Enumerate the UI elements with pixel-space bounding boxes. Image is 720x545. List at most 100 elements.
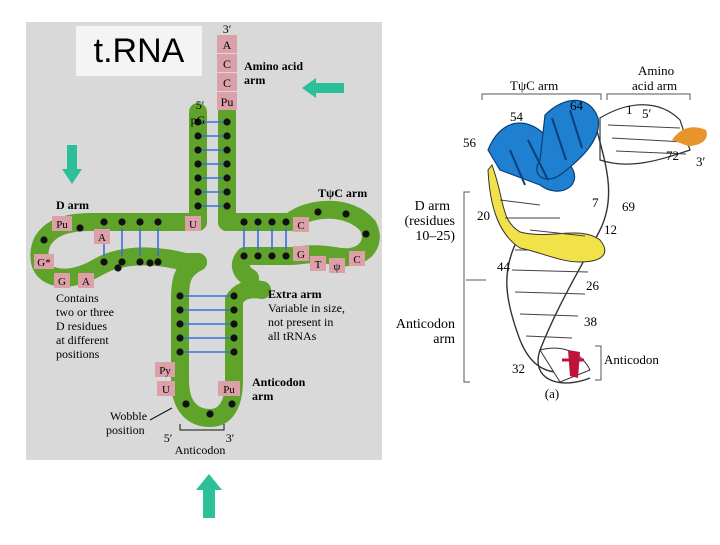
nucleotide-dot [240, 252, 248, 260]
tpsic-base-c2: C [353, 254, 360, 266]
tpsic-rungs [509, 109, 583, 186]
d-note-line-5: positions [56, 347, 100, 361]
nucleotide-dot [230, 334, 238, 342]
nucleotide-dot [176, 320, 184, 328]
left-bracket [463, 191, 470, 383]
acceptor-base-c2: C [223, 76, 231, 90]
right-d-arm-label-3: 10–25) [415, 229, 455, 244]
nucleotide-dot [154, 218, 162, 226]
nucleotide-dot [223, 188, 231, 196]
anticodon-label: Anticodon [175, 443, 226, 457]
wobble-label-2: position [106, 423, 145, 437]
residue-12: 12 [604, 222, 617, 237]
right-anticodon-label: Anticodon [604, 352, 659, 367]
nucleotide-dot [146, 259, 154, 267]
acceptor-base-c1: C [223, 57, 231, 71]
d-note-line-3: D residues [56, 319, 107, 333]
panel-label: (a) [545, 386, 559, 401]
d-note-line-1: Contains [56, 291, 99, 305]
left-panel-background [26, 22, 382, 460]
acceptor-three-prime: 3′ [223, 22, 232, 36]
d-note-line-4: at different [56, 333, 109, 347]
nucleotide-dot [282, 252, 290, 260]
nucleotide-dot [362, 230, 370, 238]
nucleotide-dot [182, 400, 190, 408]
residue-numbers: 54 64 1 56 72 7 69 20 12 44 26 38 32 [463, 98, 679, 376]
arrow-left-icon [302, 78, 344, 98]
nucleotide-dot [240, 218, 248, 226]
acceptor-bases: 3′ A C C Pu [217, 22, 237, 110]
nucleotide-dot [194, 132, 202, 140]
amino-acid-arm-label-1: Amino acid [244, 59, 303, 73]
right-anticodon-arm-label-1: Anticodon [396, 317, 455, 332]
residue-44: 44 [497, 259, 511, 274]
nucleotide-dot [342, 210, 350, 218]
d-base-u: U [189, 219, 197, 231]
nucleotide-dot [118, 218, 126, 226]
nucleotide-dot [176, 306, 184, 314]
right-d-arm-label-1: D arm [415, 199, 450, 214]
amino-acid-arm-label-2: arm [244, 73, 265, 87]
arrow-down-icon [62, 145, 82, 184]
right-three-prime: 3′ [696, 154, 706, 169]
nucleotide-dot [194, 118, 202, 126]
right-amino-label-2: acid arm [632, 78, 677, 93]
residue-20: 20 [477, 208, 490, 223]
nucleotide-dot [194, 160, 202, 168]
residue-26: 26 [586, 278, 600, 293]
five-prime-label: 5′ [196, 98, 205, 112]
nucleotide-dot [230, 320, 238, 328]
nucleotide-dot [223, 132, 231, 140]
tpsic-arm-label: TψC arm [318, 186, 367, 200]
anticodon-bases: Py U Pu [155, 362, 240, 396]
nucleotide-dot [194, 188, 202, 196]
anticodon-base-pu: Pu [223, 384, 235, 396]
anticodon-highlight [568, 350, 580, 378]
acceptor-base-a: A [223, 38, 232, 52]
residue-1: 1 [626, 102, 633, 117]
acceptor-ribbon [599, 104, 691, 165]
nucleotide-dot [268, 252, 276, 260]
nucleotide-dot [268, 218, 276, 226]
d-base-a: A [98, 232, 106, 244]
tpsic-base-g: G [297, 249, 305, 261]
nucleotide-dot [223, 202, 231, 210]
nucleotide-dot [194, 174, 202, 182]
trna-3d-structure: TψC arm Amino acid arm D arm (residues 1… [396, 63, 707, 401]
page-title: t.RNA [76, 26, 202, 76]
anticodon-base-u: U [162, 384, 170, 396]
d-arm-rungs [499, 199, 586, 237]
residue-54: 54 [510, 109, 524, 124]
nucleotide-dot [223, 146, 231, 154]
nucleotide-dot [228, 400, 236, 408]
anticodon-three-prime: 3′ [226, 431, 235, 445]
stem-extra-arm [225, 280, 271, 309]
nucleotide-dot [314, 208, 322, 216]
residue-56: 56 [463, 135, 477, 150]
tpsic-ribbon-2 [536, 99, 600, 180]
d-arm-label: D arm [56, 198, 89, 212]
right-anticodon-arm-label-2: arm [433, 332, 455, 347]
nucleotide-dot [282, 218, 290, 226]
tpsic-base-psi: ψ [334, 261, 341, 273]
nucleotide-dot [176, 348, 184, 356]
d-base-g: G [58, 276, 66, 288]
three-prime-tail [672, 127, 707, 146]
d-note-line-2: two or three [56, 305, 114, 319]
extra-arm-label: Extra arm [268, 287, 322, 301]
right-tpsic-arm-label: TψC arm [510, 78, 558, 93]
nucleotide-dot [76, 224, 84, 232]
extra-note-line-3: all tRNAs [268, 329, 317, 343]
anticodon-five-prime: 5′ [164, 431, 173, 445]
backbone-ribbon-2 [506, 234, 571, 374]
nucleotide-dot [230, 292, 238, 300]
nucleotide-dot [206, 410, 214, 418]
extra-note-line-1: Variable in size, [268, 301, 345, 315]
d-base-a2: A [82, 276, 90, 288]
d-arm-bases: Pu A G* G A U [34, 216, 201, 288]
nucleotide-dot [223, 160, 231, 168]
residue-7: 7 [592, 195, 599, 210]
residue-69: 69 [622, 199, 635, 214]
